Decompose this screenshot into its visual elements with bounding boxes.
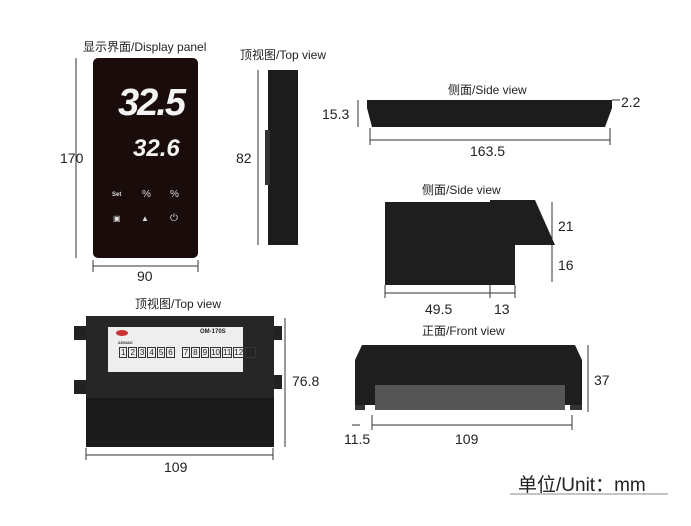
power-icon[interactable]: ⏻ xyxy=(170,213,178,224)
terminal: 11 xyxy=(221,347,233,358)
terminal: 13 xyxy=(245,347,257,358)
main-reading: 32.5 xyxy=(118,82,186,124)
side-view-1-title: 侧面/Side view xyxy=(448,83,527,97)
terminal: 10 xyxy=(210,347,221,358)
top-view-large-title: 顶视图/Top view xyxy=(135,297,222,311)
side2-length-dim: 49.5 xyxy=(425,301,453,317)
terminal: 7 xyxy=(181,347,191,358)
terminal: 3 xyxy=(137,347,147,358)
display-width-dim: 90 xyxy=(137,268,153,284)
side-view-2-body xyxy=(385,200,555,285)
terminal: 1 xyxy=(119,347,128,358)
terminal: 8 xyxy=(191,347,200,358)
top-large-width-dim: 109 xyxy=(164,459,188,475)
voltage-label: 230VAC xyxy=(118,340,133,345)
terminal: 12 xyxy=(233,347,245,358)
model-label: OM-170S xyxy=(200,329,226,335)
front-width-dim: 109 xyxy=(455,431,479,447)
side2-upper-dim: 21 xyxy=(558,218,574,234)
down-button[interactable]: % xyxy=(170,189,179,200)
front-offset-dim: 11.5 xyxy=(344,431,371,447)
display-panel-body xyxy=(93,58,198,258)
terminal: 4 xyxy=(147,347,156,358)
terminal: 6 xyxy=(166,347,175,358)
side2-lower-dim: 16 xyxy=(558,257,574,273)
front-height-dim: 37 xyxy=(594,372,610,388)
side1-length-dim: 163.5 xyxy=(470,143,506,159)
terminal-row: 1 2 3 4 5 6 7 8 9 10 11 12 13 xyxy=(119,347,257,358)
set-button[interactable]: Set xyxy=(112,192,122,198)
menu-icon[interactable]: ▣ xyxy=(113,214,121,223)
top-small-height-dim: 82 xyxy=(236,150,252,166)
terminal: 5 xyxy=(156,347,166,358)
side-view-1-body xyxy=(367,100,612,127)
terminal: 2 xyxy=(128,347,137,358)
top-view-small-body xyxy=(268,70,298,245)
side1-height-dim: 15.3 xyxy=(322,106,350,122)
display-height-dim: 170 xyxy=(60,150,84,166)
terminal: 9 xyxy=(200,347,210,358)
front-view-title: 正面/Front view xyxy=(422,324,505,338)
lock-icon[interactable]: ▲ xyxy=(141,214,149,223)
top-large-height-dim: 76.8 xyxy=(292,373,320,389)
side1-lip-dim: 2.2 xyxy=(621,94,641,110)
display-panel-title: 显示界面/Display panel xyxy=(83,40,207,54)
up-button[interactable]: % xyxy=(142,189,151,200)
side-view-2-title: 侧面/Side view xyxy=(422,183,501,197)
unit-label: 单位/Unit：mm xyxy=(518,475,646,496)
top-view-small-title: 顶视图/Top view xyxy=(240,48,327,62)
side2-step-dim: 13 xyxy=(494,301,510,317)
sub-reading: 32.6 xyxy=(133,135,180,162)
